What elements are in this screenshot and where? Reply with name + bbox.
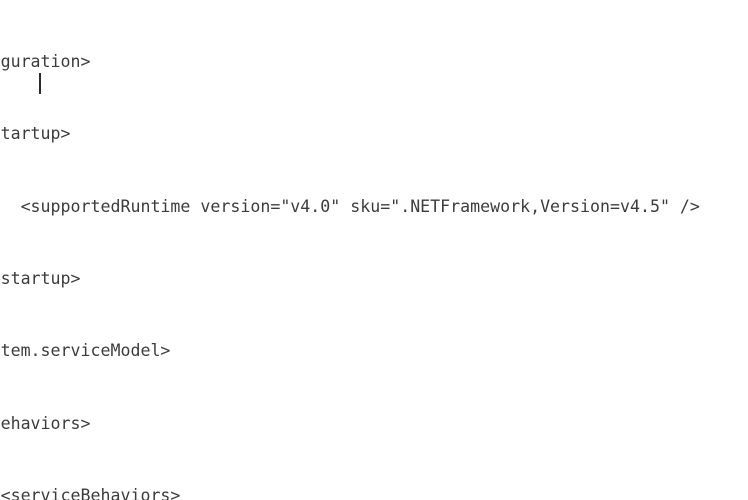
code-line[interactable]: <supportedRuntime version="v4.0" sku=".N…	[0, 196, 700, 216]
code-line[interactable]: <startup>	[0, 124, 71, 144]
code-line[interactable]: ystem.serviceModel>	[0, 341, 171, 361]
code-line[interactable]: </startup>	[0, 269, 81, 289]
code-line[interactable]: figuration>	[0, 52, 91, 72]
text-caret	[39, 73, 41, 94]
code-line[interactable]: <serviceBehaviors>	[0, 485, 181, 500]
code-line[interactable]: <behaviors>	[0, 413, 91, 433]
